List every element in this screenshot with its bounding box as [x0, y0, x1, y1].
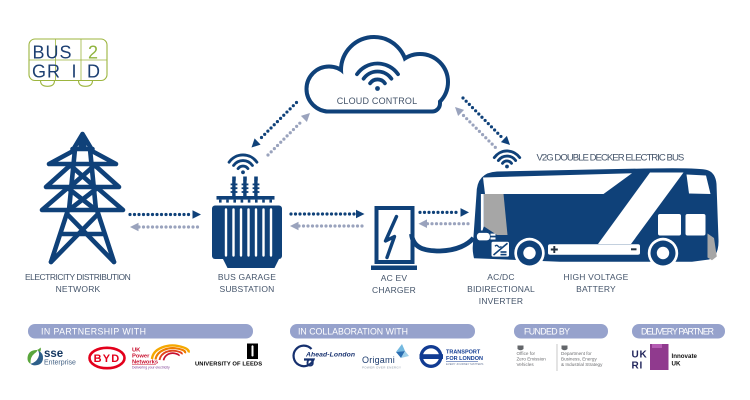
svg-text:D: D — [87, 62, 100, 82]
svg-text:HIGH VOLTAGE: HIGH VOLTAGE — [564, 272, 629, 282]
svg-text:B: B — [33, 43, 45, 63]
svg-text:Office for: Office for — [517, 351, 536, 356]
svg-text:BIDIRECTIONAL: BIDIRECTIONAL — [467, 284, 535, 294]
svg-text:UK: UK — [632, 350, 648, 361]
svg-text:Zero Emission: Zero Emission — [517, 357, 547, 362]
svg-text:UK: UK — [132, 348, 141, 354]
svg-text:G: G — [32, 62, 46, 82]
svg-text:POWER OVER ENERGY: POWER OVER ENERGY — [362, 366, 401, 370]
svg-text:Business, Energy: Business, Energy — [561, 357, 597, 362]
svg-text:CHARGER: CHARGER — [372, 285, 416, 295]
svg-text:Origami: Origami — [362, 355, 395, 365]
svg-text:R: R — [47, 62, 60, 82]
svg-text:RI: RI — [632, 361, 644, 372]
svg-text:2: 2 — [88, 43, 98, 63]
svg-text:CLOUD CONTROL: CLOUD CONTROL — [337, 96, 418, 106]
svg-text:INVERTER: INVERTER — [479, 296, 523, 306]
svg-text:BYD: BYD — [94, 353, 121, 365]
svg-text:BUS GARAGE: BUS GARAGE — [218, 272, 276, 282]
svg-text:Enterprise: Enterprise — [44, 360, 76, 367]
svg-text:sse: sse — [44, 348, 63, 360]
svg-text:Innovate: Innovate — [672, 353, 698, 360]
svg-text:ELECTRICITY DISTRIBUTION: ELECTRICITY DISTRIBUTION — [25, 272, 131, 282]
svg-text:NETWORK: NETWORK — [56, 284, 101, 294]
svg-text:SUBSTATION: SUBSTATION — [219, 284, 274, 294]
svg-text:FUNDED BY: FUNDED BY — [524, 327, 570, 337]
svg-text:Networks: Networks — [132, 360, 158, 366]
svg-text:TRANSPORT: TRANSPORT — [446, 350, 481, 356]
svg-text:U: U — [46, 43, 59, 63]
svg-text:I: I — [72, 62, 77, 82]
svg-text:S: S — [60, 43, 72, 63]
svg-text:UK: UK — [672, 361, 681, 368]
svg-text:AC EV: AC EV — [381, 273, 408, 283]
svg-text:IN PARTNERSHIP WITH: IN PARTNERSHIP WITH — [41, 327, 146, 337]
svg-text:AC/DC: AC/DC — [487, 272, 514, 282]
svg-text:Power: Power — [132, 354, 150, 360]
svg-text:IN COLLABORATION WITH: IN COLLABORATION WITH — [298, 327, 408, 337]
svg-text:FOR LONDON: FOR LONDON — [446, 356, 483, 362]
svg-text:EVERY JOURNEY MATTERS: EVERY JOURNEY MATTERS — [446, 362, 484, 366]
svg-text:UNIVERSITY OF LEEDS: UNIVERSITY OF LEEDS — [195, 362, 262, 368]
svg-text:o: o — [306, 355, 314, 370]
svg-text:Ahead-London: Ahead-London — [305, 352, 355, 359]
svg-text:Delivering your electricity: Delivering your electricity — [132, 366, 170, 370]
svg-text:Department for: Department for — [561, 351, 592, 356]
svg-text:& Industrial Strategy: & Industrial Strategy — [561, 362, 603, 367]
svg-text:BATTERY: BATTERY — [576, 284, 616, 294]
svg-text:Vehicles: Vehicles — [517, 362, 535, 367]
svg-text:DELIVERY PARTNER: DELIVERY PARTNER — [641, 327, 714, 337]
svg-text:V2G DOUBLE DECKER ELECTRIC BUS: V2G DOUBLE DECKER ELECTRIC BUS — [537, 153, 685, 164]
